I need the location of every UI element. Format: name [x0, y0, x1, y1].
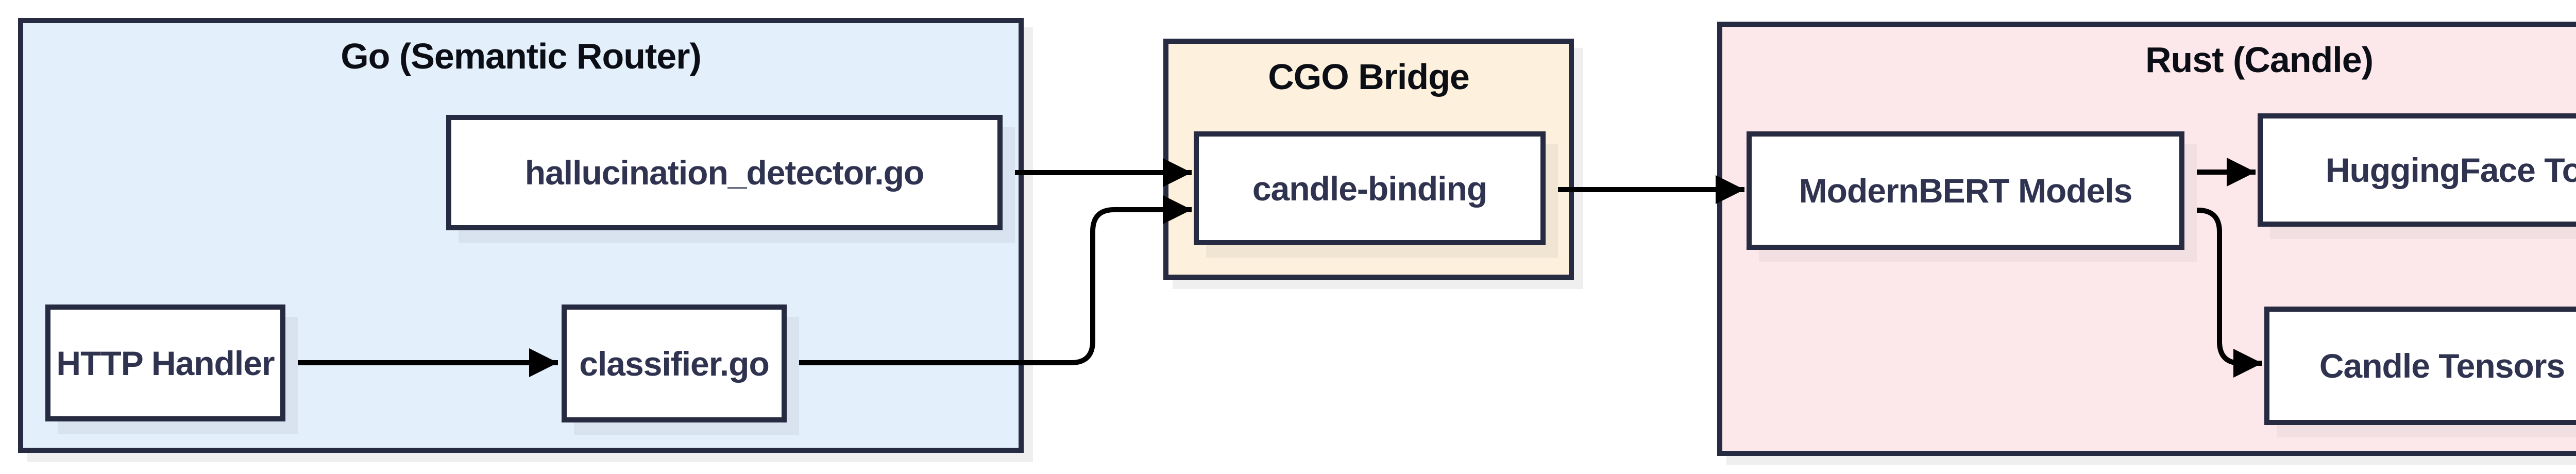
node-label: HuggingFace Tokenizers: [2325, 151, 2576, 189]
node-classifier: classifier.go: [562, 304, 787, 422]
node-hallucination-detector: hallucination_detector.go: [446, 115, 1003, 230]
node-label: hallucination_detector.go: [524, 154, 924, 192]
node-candle-binding: candle-binding: [1194, 131, 1546, 245]
container-title-rust: Rust (Candle): [2145, 40, 2374, 80]
node-label: Candle Tensors: [2319, 347, 2565, 385]
node-label: ModernBERT Models: [1799, 172, 2133, 210]
node-label: HTTP Handler: [56, 344, 275, 382]
node-http-handler: HTTP Handler: [45, 304, 285, 421]
node-label: classifier.go: [579, 344, 770, 383]
container-title-cgo: CGO Bridge: [1268, 57, 1470, 97]
node-modernbert-models: ModernBERT Models: [1747, 131, 2184, 250]
node-candle-tensors: Candle Tensors: [2264, 307, 2576, 425]
node-huggingface-tokenizers: HuggingFace Tokenizers: [2258, 113, 2576, 227]
container-title-go: Go (Semantic Router): [341, 36, 702, 76]
node-label: candle-binding: [1252, 169, 1487, 208]
